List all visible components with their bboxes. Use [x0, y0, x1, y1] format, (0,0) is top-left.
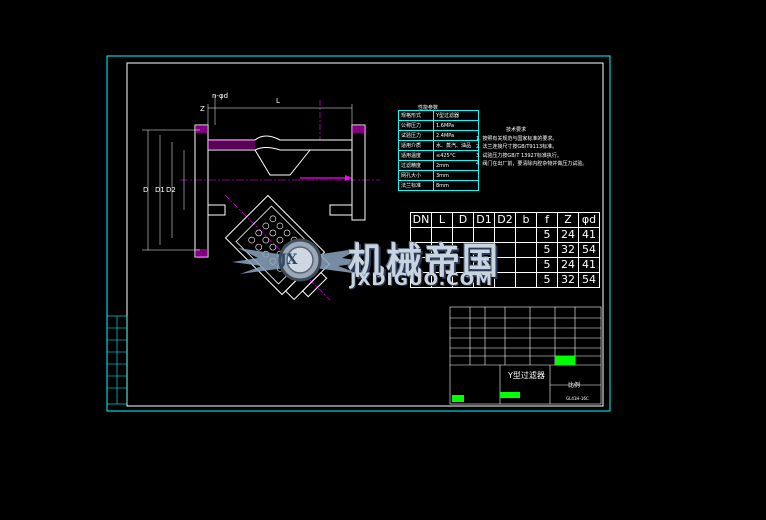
drawing-scale: 比例	[568, 382, 581, 389]
dimension-header-cell: f	[536, 212, 558, 228]
dimension-cell: 32	[557, 242, 579, 258]
dimension-cell-hidden	[515, 227, 537, 243]
dimension-cell: 5	[536, 242, 558, 258]
note-item: 4. 阀门在出厂前，要清除内腔杂物并做压力试验。	[476, 161, 588, 167]
dimension-cell: 32	[557, 272, 579, 288]
dimension-header-cell: φd	[578, 212, 600, 228]
notes-title: 技术要求	[506, 127, 527, 133]
left-flange-hatch	[195, 125, 208, 257]
spec-label: 公称压力	[398, 120, 434, 131]
spec-label: 法兰标准	[398, 180, 434, 191]
dimension-cell: 54	[578, 272, 600, 288]
watermark-wings	[232, 238, 368, 282]
title-block-green-cell-3	[452, 395, 464, 402]
dimension-cell: 54	[578, 242, 600, 258]
spec-row: 适用介质水、蒸汽、油品	[398, 140, 479, 151]
dimension-cell-hidden	[515, 257, 537, 273]
title-block-green-cell-2	[500, 392, 520, 398]
dimension-header-cell: Z	[557, 212, 579, 228]
dimension-header-cell: D1	[473, 212, 495, 228]
top-dimension-l	[207, 95, 353, 125]
dimension-cell: 5	[536, 272, 558, 288]
dimension-cell-hidden	[515, 242, 537, 258]
dim-label-d1: D1	[155, 186, 165, 194]
spec-value: 8mm	[433, 180, 479, 191]
left-flange	[194, 124, 209, 258]
dimension-cell: 41	[578, 257, 600, 273]
drawing-number: GL41H-16C	[566, 396, 589, 401]
title-block	[449, 306, 602, 405]
spec-label: 规格形式	[398, 110, 434, 121]
dimension-cell-hidden	[515, 272, 537, 288]
dimension-cell: 5	[536, 227, 558, 243]
left-dimensions	[142, 129, 200, 251]
spec-value: 水、蒸汽、油品	[433, 140, 479, 151]
body-top-wall	[207, 135, 353, 151]
drawing-title: Y型过滤器	[508, 371, 545, 380]
note-item: 1. 按照有关规范与国家标准的要求。	[476, 135, 558, 142]
dim-label-d2: D2	[166, 186, 176, 194]
spec-value: 1.6MPa	[433, 120, 479, 131]
left-binding-strip	[106, 315, 128, 405]
internal-baffle	[254, 149, 311, 176]
dimension-header-cell: b	[515, 212, 537, 228]
inner-frame	[126, 62, 604, 407]
spec-value: 3mm	[433, 170, 479, 181]
spec-label: 试验压力	[398, 130, 434, 141]
dim-label-l: L	[276, 97, 280, 105]
top-wall-hatch	[208, 140, 255, 150]
watermark-english: JXDIGUO.COM	[350, 270, 494, 290]
spec-value: 2mm	[433, 160, 479, 171]
screen-centerline	[224, 194, 331, 301]
dimension-header-cell: D2	[494, 212, 516, 228]
spec-row: 适用温度≤425°C	[398, 150, 479, 161]
technical-notes: 技术要求 1. 按照有关规范与国家标准的要求。 2. 法兰连接尺寸按GB/T91…	[476, 126, 587, 169]
spec-value: Y型过滤器	[433, 110, 479, 121]
spec-label: 过滤精度	[398, 160, 434, 171]
flow-arrowhead	[345, 175, 352, 181]
note-item: 3. 试验压力按GB/T 13927标准执行。	[476, 152, 562, 159]
spec-label: 适用介质	[398, 140, 434, 151]
dimension-header-cell: L	[431, 212, 453, 228]
dim-label-nz: n-φd	[212, 92, 229, 100]
spec-value: 2.4MPa	[433, 130, 479, 141]
strainer-part	[142, 95, 380, 301]
dimension-header-cell: DN	[410, 212, 432, 228]
spec-label: 网孔大小	[398, 170, 434, 181]
right-flange-hatch	[352, 125, 365, 133]
title-block-green-cell	[555, 356, 575, 365]
dimension-header-cell: D	[452, 212, 474, 228]
watermark-chinese: 机械帝国	[348, 241, 501, 282]
spec-table-title: 性能参数	[418, 105, 439, 111]
body-bottom-wall	[207, 204, 353, 216]
dimension-cell: 24	[557, 227, 579, 243]
spec-value: ≤425°C	[433, 150, 479, 161]
outer-border	[106, 55, 611, 412]
spec-label: 适用温度	[398, 150, 434, 161]
dim-label-z: Z	[200, 105, 205, 113]
dim-label-d: D	[143, 186, 149, 194]
dimension-cell: 41	[578, 227, 600, 243]
dimension-cell: 24	[557, 257, 579, 273]
dimension-cell: 5	[536, 257, 558, 273]
right-flange	[351, 124, 366, 221]
watermark-logo: JX	[280, 252, 298, 268]
note-item: 2. 法兰连接尺寸按GB/T9113标准。	[476, 144, 558, 150]
